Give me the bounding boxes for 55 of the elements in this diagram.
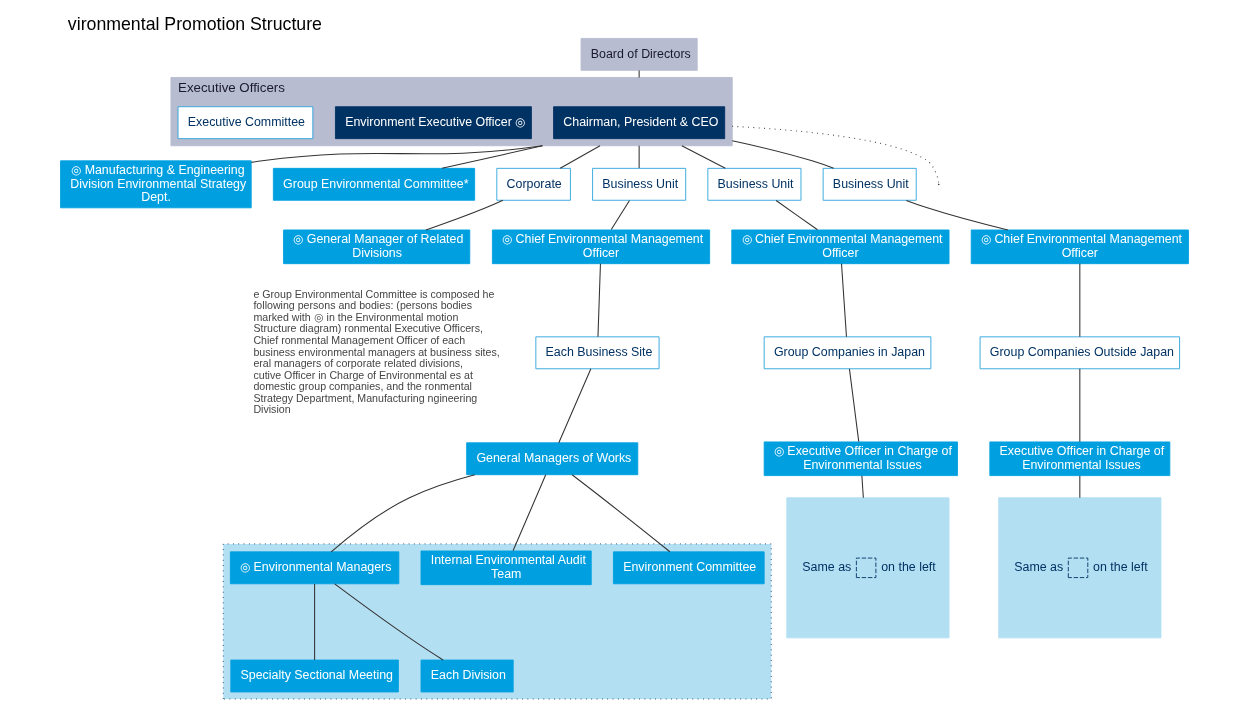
node-box: ◎ Environmental Managers	[229, 551, 399, 585]
node-box: Same as on the left	[785, 497, 949, 639]
node-box: ◎ Chief Environmental Management Officer	[970, 229, 1189, 265]
node-box: ◎ Executive Officer in Charge of Environmental Issues	[763, 441, 958, 477]
node-box: Board of Directors	[580, 38, 698, 71]
node-box: Each Business Site	[534, 336, 660, 370]
connector	[610, 200, 630, 231]
connector	[313, 583, 315, 661]
node-box: Business Unit	[591, 167, 686, 201]
connector	[860, 475, 864, 499]
diagram-title: vironmental Promotion Structure	[67, 13, 322, 34]
connector	[333, 583, 444, 661]
connector	[571, 474, 670, 553]
connector	[512, 474, 546, 552]
connector	[424, 199, 503, 231]
connector	[596, 263, 601, 338]
node-box: ◎ Manufacturing & Engineering Division Environmental Strategy Dept.	[59, 160, 252, 209]
connector	[731, 140, 834, 169]
connector	[1078, 263, 1080, 338]
connector	[775, 200, 818, 231]
node-box: Chairman, President & CEO	[552, 106, 725, 140]
cluster	[222, 543, 772, 700]
connector	[840, 263, 847, 338]
connector	[1078, 368, 1080, 443]
node-box: Group Companies Outside Japan	[979, 336, 1180, 370]
node-box: Environment Executive Officer ◎	[334, 106, 532, 140]
connector	[441, 145, 543, 169]
connector	[330, 474, 475, 553]
connector	[638, 69, 640, 78]
node-box: Business Unit	[822, 167, 917, 201]
node-box: ◎ Chief Environmental Management Officer	[730, 229, 949, 265]
connector	[680, 145, 726, 169]
connector	[1078, 475, 1080, 499]
node-box: Executive Committee	[177, 106, 313, 140]
node-box: Same as on the left	[997, 497, 1161, 639]
node-box: Environment Committee	[612, 551, 765, 585]
connector	[559, 145, 601, 169]
connector	[557, 368, 591, 444]
node-box: Each Division	[420, 659, 514, 693]
node-box: Business Unit	[706, 167, 801, 201]
node-box: Group Environmental Committee*	[272, 167, 475, 201]
node-box: General Managers of Works	[465, 442, 638, 476]
label: e Group Environmental Committee is composed he following persons and bodies: (persons bodies marked with ◎ in the Environmental motion Structure diagram) ronmental Executive Officers, Chief ronmental Management Officer of each business environmental managers at business sites, eral managers of corporate related divisions, cutive Officer in Charge of Environmental es at domestic group companies, and the ronmental Strategy Department, Manufacturing ngineering Division	[252, 287, 500, 416]
connector	[638, 145, 640, 169]
connector	[731, 125, 939, 184]
node-box: Executive Officer in Charge of Environmental Issues	[988, 441, 1170, 477]
node-box: Specialty Sectional Meeting	[229, 659, 399, 693]
node-box: Corporate	[495, 167, 571, 201]
node-box: ◎ Chief Environmental Management Officer	[491, 229, 710, 265]
node-box: ◎ General Manager of Related Divisions	[282, 229, 470, 265]
node-box: Group Companies in Japan	[763, 336, 931, 370]
connector	[905, 199, 1008, 231]
node-box: Internal Environmental Audit Team	[420, 550, 592, 586]
connector	[848, 368, 859, 443]
connector	[250, 145, 543, 163]
